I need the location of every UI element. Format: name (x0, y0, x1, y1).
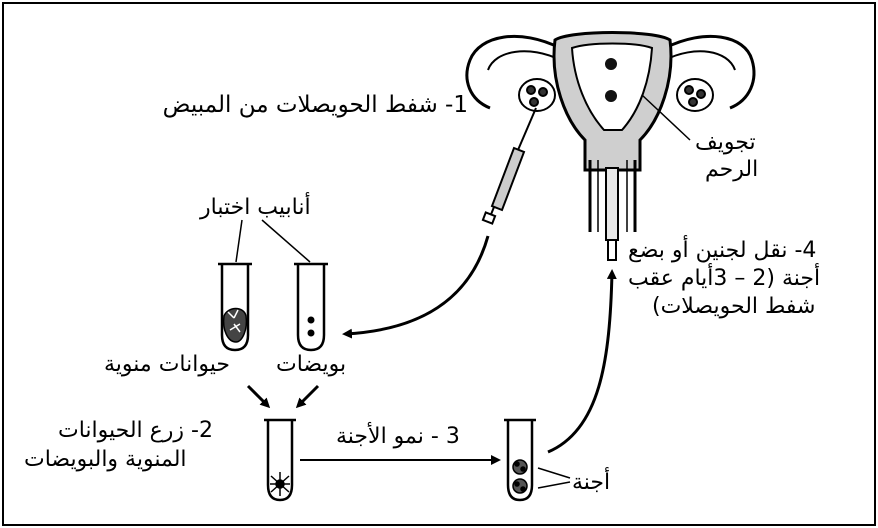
sperm-mass (224, 309, 247, 343)
step2-label-line2: المنوية والبويضات (24, 447, 187, 472)
embryos-label: أجنة (572, 470, 610, 495)
right-ovary (677, 79, 713, 111)
uterine-cavity-label-line1: تجويف (695, 130, 756, 155)
step4-label-line3: شفط الحويصلات) (652, 294, 815, 319)
egg-tube (294, 264, 328, 350)
sperm-label: حيوانات منوية (104, 352, 230, 377)
step4-label-line1: 4- نقل لجنين أو بضع (628, 238, 816, 263)
arrow-transfer (548, 272, 612, 452)
left-ovary (519, 79, 555, 111)
eggs-label: بويضات (276, 352, 346, 377)
uterine-cavity-label-line2: الرحم (705, 157, 758, 182)
arrow-sperm-to-culture (248, 386, 268, 406)
step4-label-line2: أجنة (2 – 3أيام عقب (628, 266, 820, 291)
step1-label: 1- شفط الحويصلات من المبيض (163, 92, 468, 118)
tube-label-line-right (262, 220, 310, 262)
embryo-dot (605, 90, 617, 102)
test-tubes-label: أنابيب اختبار (200, 195, 311, 220)
arrow-eggs-to-culture (298, 386, 318, 406)
aspiration-syringe (483, 108, 536, 224)
embryo-leader-line (538, 468, 570, 478)
step3-label: 3 - نمو الأجنة (336, 424, 460, 449)
arrow-syringe-to-eggs (345, 236, 488, 334)
step2-label-line1: 2- زرع الحيوانات (58, 418, 213, 443)
embryo-leader-line (538, 482, 570, 488)
embryo-dot (605, 58, 617, 70)
tube-label-line-left (236, 220, 242, 262)
egg-dot (308, 330, 315, 337)
egg-dot (308, 317, 315, 324)
